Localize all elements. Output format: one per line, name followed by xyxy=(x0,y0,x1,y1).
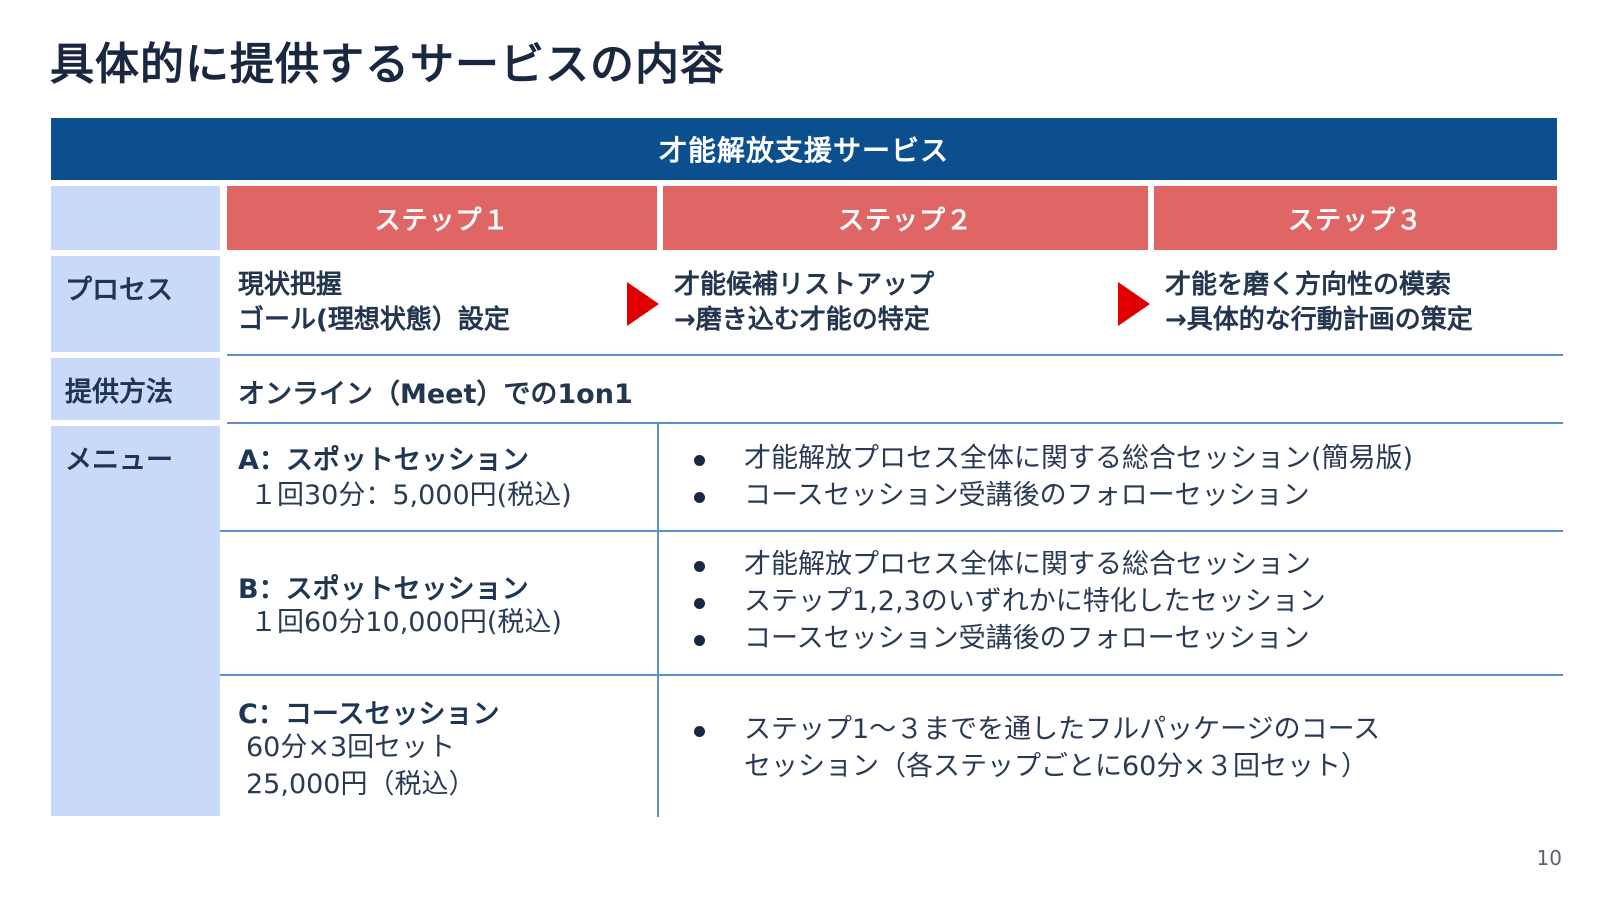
bullet-icon xyxy=(694,598,705,609)
divider-menu-a xyxy=(220,530,1563,532)
step-header-3: ステップ３ xyxy=(1154,186,1557,250)
process-step-3-line-2: →具体的な行動計画の策定 xyxy=(1165,305,1473,335)
label-cell-method: 提供方法 xyxy=(51,358,220,420)
label-process: プロセス xyxy=(65,275,173,306)
list-item: 才能解放プロセス全体に関する総合セッション xyxy=(694,546,1326,583)
method-value: オンライン（Meet）での1on1 xyxy=(238,379,633,410)
bullet-text: コースセッション受講後のフォローセッション xyxy=(744,480,1310,511)
process-step-2-line-2: →磨き込む才能の特定 xyxy=(674,305,930,335)
list-item: ステップ1～３までを通したフルパッケージのコース xyxy=(694,711,1380,748)
divider-menu-b xyxy=(220,674,1563,676)
page-title: 具体的に提供するサービスの内容 xyxy=(50,39,725,90)
label-cell-menu: メニュー xyxy=(51,426,220,816)
menu-c-price-line-1: 60分×3回セット xyxy=(246,732,456,763)
process-step-3-line-1: 才能を磨く方向性の模索 xyxy=(1165,270,1452,300)
process-step-3: 才能を磨く方向性の模索 →具体的な行動計画の策定 xyxy=(1165,268,1473,338)
label-method: 提供方法 xyxy=(65,377,173,408)
list-item: 才能解放プロセス全体に関する総合セッション(簡易版) xyxy=(694,440,1413,477)
list-item-continuation: セッション（各ステップごとに60分×３回セット） xyxy=(694,748,1380,785)
label-cell-process: プロセス xyxy=(51,256,220,352)
menu-c-title: C：コースセッション xyxy=(238,699,500,730)
arrow-right-icon xyxy=(627,282,659,326)
menu-b-bullets: 才能解放プロセス全体に関する総合セッション ステップ1,2,3のいずれかに特化し… xyxy=(694,546,1326,657)
bullet-icon xyxy=(694,635,705,646)
divider-menu-vertical xyxy=(657,424,659,817)
bullet-text: 才能解放プロセス全体に関する総合セッション xyxy=(744,549,1311,580)
bullet-text: 才能解放プロセス全体に関する総合セッション(簡易版) xyxy=(744,443,1414,474)
process-step-2-line-1: 才能候補リストアップ xyxy=(674,270,935,300)
menu-a-bullets: 才能解放プロセス全体に関する総合セッション(簡易版) コースセッション受講後のフ… xyxy=(694,440,1413,514)
menu-a-title: A：スポットセッション xyxy=(238,445,529,476)
step-header-2: ステップ２ xyxy=(663,186,1148,250)
bullet-text: ステップ1～３までを通したフルパッケージのコース xyxy=(744,714,1381,745)
divider-method xyxy=(227,422,1563,424)
bullet-text: セッション（各ステップごとに60分×３回セット） xyxy=(744,751,1368,782)
menu-b-title: B：スポットセッション xyxy=(238,574,529,605)
process-step-1-line-1: 現状把握 xyxy=(238,270,343,300)
label-cell-blank xyxy=(51,186,220,250)
bullet-text: ステップ1,2,3のいずれかに特化したセッション xyxy=(744,586,1326,617)
bullet-icon xyxy=(694,561,705,572)
menu-c-price-line-2: 25,000円（税込） xyxy=(246,769,476,800)
step-header-1: ステップ１ xyxy=(227,186,657,250)
bullet-text: コースセッション受講後のフォローセッション xyxy=(744,623,1310,654)
list-item: コースセッション受講後のフォローセッション xyxy=(694,477,1413,514)
menu-b-price: １回60分10,000円(税込) xyxy=(250,607,562,638)
arrow-right-icon xyxy=(1118,282,1150,326)
bullet-icon xyxy=(694,492,705,503)
bullet-icon xyxy=(694,455,705,466)
menu-c-price: 60分×3回セット 25,000円（税込） xyxy=(246,729,475,803)
process-step-1-line-2: ゴール(理想状態）設定 xyxy=(238,305,510,335)
menu-c-bullets: ステップ1～３までを通したフルパッケージのコース セッション（各ステップごとに6… xyxy=(694,711,1380,785)
list-item: コースセッション受講後のフォローセッション xyxy=(694,620,1326,657)
bullet-icon xyxy=(694,726,705,737)
label-menu: メニュー xyxy=(65,445,173,476)
page-number: 10 xyxy=(1536,846,1562,870)
service-banner: 才能解放支援サービス xyxy=(51,118,1557,180)
menu-a-price: １回30分：5,000円(税込) xyxy=(250,480,572,511)
list-item: ステップ1,2,3のいずれかに特化したセッション xyxy=(694,583,1326,620)
process-step-2: 才能候補リストアップ →磨き込む才能の特定 xyxy=(674,268,934,338)
process-step-1: 現状把握 ゴール(理想状態）設定 xyxy=(238,268,510,338)
divider-process xyxy=(227,354,1563,356)
